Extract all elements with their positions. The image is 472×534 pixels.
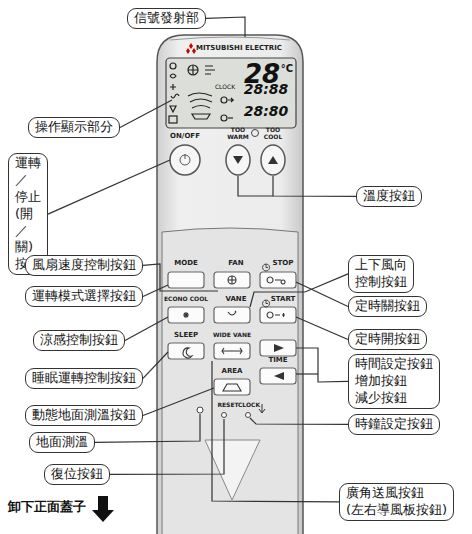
instruction-text: 卸下正面蓋子: [8, 500, 86, 514]
remote-label: AREA: [221, 368, 242, 376]
leader-line: [273, 176, 356, 196]
callout-text: 地面測溫: [36, 434, 88, 451]
remote-label: TOO WARM: [227, 127, 249, 140]
remote-label: WIDE VANE: [213, 332, 251, 339]
callout-box: 上下風向 控制按鈕: [348, 255, 414, 293]
callout-box: 操作顯示部分: [28, 117, 120, 138]
leader-line: [238, 176, 273, 196]
callout-box: 溫度按鈕: [356, 186, 422, 207]
callout-box: 定時開按鈕: [348, 329, 427, 350]
callout-text: 復位按鈕: [51, 466, 103, 483]
leader-line: [120, 100, 172, 127]
callout-box: 復位按鈕: [44, 464, 110, 485]
callout-text: 風扇速度控制按鈕: [32, 257, 136, 274]
remote-label: TOO COOL: [264, 127, 282, 140]
leader-line: [143, 388, 214, 415]
remote-label: CLOCK: [215, 84, 235, 91]
callout-text: 上下風向 控制按鈕: [355, 257, 407, 291]
callout-box: 信號發射部: [127, 8, 206, 29]
leader-line: [296, 282, 348, 306]
leader-line: [296, 348, 348, 382]
callout-box: 睡眠運轉控制按鈕: [25, 368, 143, 389]
remote-label: °C: [281, 63, 293, 74]
leader-line: [125, 317, 168, 340]
leader-line: [250, 274, 348, 307]
remote-label: 28:88: [244, 82, 289, 97]
callout-text: 廣角送風按鈕 (左右導風板按鈕): [346, 485, 447, 519]
leader-line: [296, 317, 348, 339]
callout-text: 運轉模式選擇按鈕: [32, 288, 136, 305]
leader-line: [143, 352, 168, 378]
remote-label: VANE: [226, 296, 247, 304]
leader-line: [250, 418, 348, 424]
leader-line: [110, 419, 224, 474]
callout-text: 時鐘設定按鈕: [355, 416, 433, 433]
leader-line: [143, 264, 218, 291]
remote-label: RESET: [217, 402, 238, 409]
leader-line: [296, 373, 318, 374]
leader-line: [143, 285, 168, 296]
callout-text: 涼感控制按鈕: [40, 332, 118, 349]
remote-label: ON/OFF: [170, 133, 200, 141]
callout-box: 時間設定按鈕 增加按鈕 減少按鈕: [348, 354, 440, 409]
callout-text: 定時關按鈕: [355, 298, 420, 315]
remote-label: 28:80: [244, 104, 289, 119]
callout-text: 操作顯示部分: [35, 119, 113, 136]
leader-line: [206, 17, 245, 37]
remote-label: CLOCK: [238, 402, 260, 409]
remote-label: TIME: [268, 357, 287, 365]
remote-label: MITSUBISHI ELECTRIC: [196, 45, 282, 53]
remote-label: FAN: [228, 260, 243, 268]
callout-text: 定時開按鈕: [355, 331, 420, 348]
remote-label: START: [271, 296, 296, 304]
callout-box: 時鐘設定按鈕: [348, 414, 440, 435]
callout-box: 廣角送風按鈕 (左右導風板按鈕): [339, 483, 454, 521]
callout-text: 動態地面測溫按鈕: [32, 407, 136, 424]
leader-line: [48, 160, 170, 214]
remote-label: MODE: [174, 260, 198, 268]
callout-box: 涼感控制按鈕: [33, 330, 125, 351]
leader-line: [212, 361, 339, 502]
callout-text: 睡眠運轉控制按鈕: [32, 370, 136, 387]
callout-box: 定時關按鈕: [348, 296, 427, 317]
callout-box: 地面測溫: [29, 432, 95, 453]
callout-box: 風扇速度控制按鈕: [25, 255, 143, 276]
remote-label: ECONO COOL: [164, 296, 208, 303]
callout-text: 時間設定按鈕 增加按鈕 減少按鈕: [355, 356, 433, 407]
callout-text: 溫度按鈕: [363, 188, 415, 205]
callout-box: 運轉模式選擇按鈕: [25, 286, 143, 307]
callout-box: 動態地面測溫按鈕: [25, 405, 143, 426]
remote-label: STOP: [273, 260, 294, 268]
remote-label: SLEEP: [174, 332, 198, 340]
callout-text: 信號發射部: [134, 10, 199, 27]
